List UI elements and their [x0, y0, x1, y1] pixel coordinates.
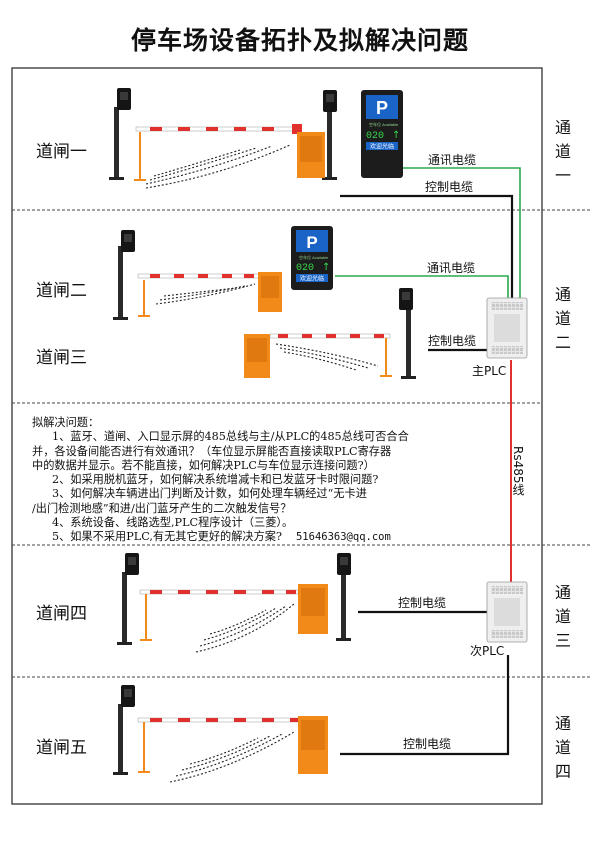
wiring — [335, 167, 521, 756]
swing-motion-lines — [155, 283, 256, 305]
control-cable-label: 控制电缆 — [428, 334, 477, 348]
control-cable-5 — [340, 655, 510, 756]
barrier-boom — [269, 333, 391, 339]
barrier-cabinet — [297, 132, 325, 178]
svg-text:空车位 Available: 空车位 Available — [299, 254, 329, 260]
boom-support — [138, 722, 150, 773]
channel-label-2: 通道二 — [554, 285, 571, 352]
svg-text:P: P — [306, 233, 317, 252]
problem-line: 2、如采用脱机蓝牙，如何解决系统增减卡和已发蓝牙卡时限问题? — [52, 473, 379, 487]
problem-line: /出门检测地感”和进/出门蓝牙产生的二次触发信号？ — [32, 501, 292, 515]
reader-post — [109, 88, 131, 180]
problem-line: 4、系统设备、线路选型,PLC程序设计（三菱）。 — [52, 516, 294, 530]
control-cable-label: 控制电缆 — [398, 596, 447, 610]
boom-support — [380, 338, 392, 377]
svg-text:空车位 Available: 空车位 Available — [369, 121, 399, 127]
problems-heading: 拟解决问题： — [32, 416, 100, 429]
gate-label-5: 道闸五 — [36, 738, 87, 758]
problem-line: 5、如果不采用PLC,有无其它更好的解决方案? 51646363@qq.com — [32, 530, 482, 544]
comm-cable-label: 通讯电缆 — [428, 153, 477, 167]
boom-support — [140, 594, 152, 641]
reader-post — [113, 685, 135, 775]
svg-text:020: 020 — [366, 131, 384, 142]
control-cable-label: 控制电缆 — [403, 737, 452, 751]
parking-display: P 空车位 Available 020 ↑ 欢迎光临 — [361, 90, 403, 178]
reader-post — [399, 288, 416, 379]
barrier-cabinet — [244, 334, 270, 378]
channel-label-3: 通道三 — [554, 583, 571, 650]
problem-line: 并，各设备间能否进行有效通讯？（车位显示屏能否直接读取PLC寄存器 — [32, 444, 392, 458]
svg-text:P: P — [376, 98, 388, 118]
gate-label-3: 道闸三 — [36, 348, 87, 368]
barrier-boom — [137, 717, 303, 723]
slave-plc — [486, 581, 528, 643]
slave-plc-label: 次PLC — [470, 644, 505, 658]
swing-motion-lines — [145, 144, 291, 189]
problem-line: 3、如何解决车辆进出门判断及计数，如何处理车辆经过“无卡进 — [52, 487, 367, 501]
problems-section: 拟解决问题： 1、蓝牙、道闸、入口显示屏的485总线与主/从PLC的485总线可… — [32, 416, 482, 545]
barrier-cabinet — [298, 716, 328, 774]
problem-text: 5、如果不采用PLC,有无其它更好的解决方案? — [52, 530, 282, 544]
svg-text:欢迎光临: 欢迎光临 — [300, 275, 324, 283]
swing-motion-lines — [195, 603, 295, 653]
svg-text:020: 020 — [296, 263, 314, 274]
diagram-frame — [11, 67, 543, 805]
problem-line: 1、蓝牙、道闸、入口显示屏的485总线与主/从PLC的485总线可否合合 — [52, 430, 409, 444]
reader-post — [113, 230, 135, 320]
svg-text:欢迎光临: 欢迎光临 — [370, 143, 394, 151]
parking-display: P 空车位 Available 020 ↑ 欢迎光临 — [291, 226, 333, 290]
channel-label-4: 通道四 — [554, 714, 571, 781]
contact-email: 51646363@qq.com — [295, 531, 391, 544]
control-cable-label: 控制电缆 — [425, 180, 474, 194]
comm-cable-2 — [335, 275, 509, 300]
svg-text:↑: ↑ — [392, 130, 400, 141]
gate-label-4: 道闸四 — [36, 604, 87, 624]
gate-1-equipment: P 空车位 Available 020 ↑ 欢迎光临 — [109, 88, 403, 189]
control-cable-1 — [340, 194, 514, 300]
reader-post — [322, 90, 337, 180]
barrier-cabinet — [298, 584, 328, 634]
swing-motion-lines — [169, 731, 295, 783]
barrier-boom — [135, 124, 302, 134]
barrier-boom — [139, 589, 299, 595]
svg-text:↑: ↑ — [322, 262, 330, 273]
gate-5-equipment — [113, 685, 328, 783]
gate-label-2: 道闸二 — [36, 281, 87, 301]
comm-cable-label: 通讯电缆 — [427, 261, 476, 275]
master-plc — [486, 297, 528, 359]
reader-post — [336, 553, 351, 641]
section-dividers — [12, 209, 542, 678]
barrier-cabinet — [258, 272, 282, 312]
gate-3-equipment — [244, 288, 416, 379]
channel-label-1: 通道一 — [554, 118, 571, 185]
swing-motion-lines — [275, 343, 379, 371]
boom-support — [134, 132, 146, 181]
gate-4-equipment — [117, 553, 351, 653]
barrier-boom — [137, 273, 263, 279]
problem-line: 中的数据并显示。若不能直接，如何解决PLC与车位显示连接问题?） — [32, 458, 375, 472]
gate-2-equipment: P 空车位 Available 020 ↑ 欢迎光临 — [113, 226, 333, 320]
rs485-label: Rs485线 — [511, 446, 525, 496]
page-title: 停车场设备拓扑及拟解决问题 — [130, 26, 469, 55]
gate-label-1: 道闸一 — [36, 142, 87, 162]
boom-support — [138, 280, 150, 317]
master-plc-label: 主PLC — [472, 364, 507, 378]
reader-post — [117, 553, 139, 645]
channel-dividers — [542, 209, 590, 678]
comm-cable-1 — [400, 167, 521, 300]
